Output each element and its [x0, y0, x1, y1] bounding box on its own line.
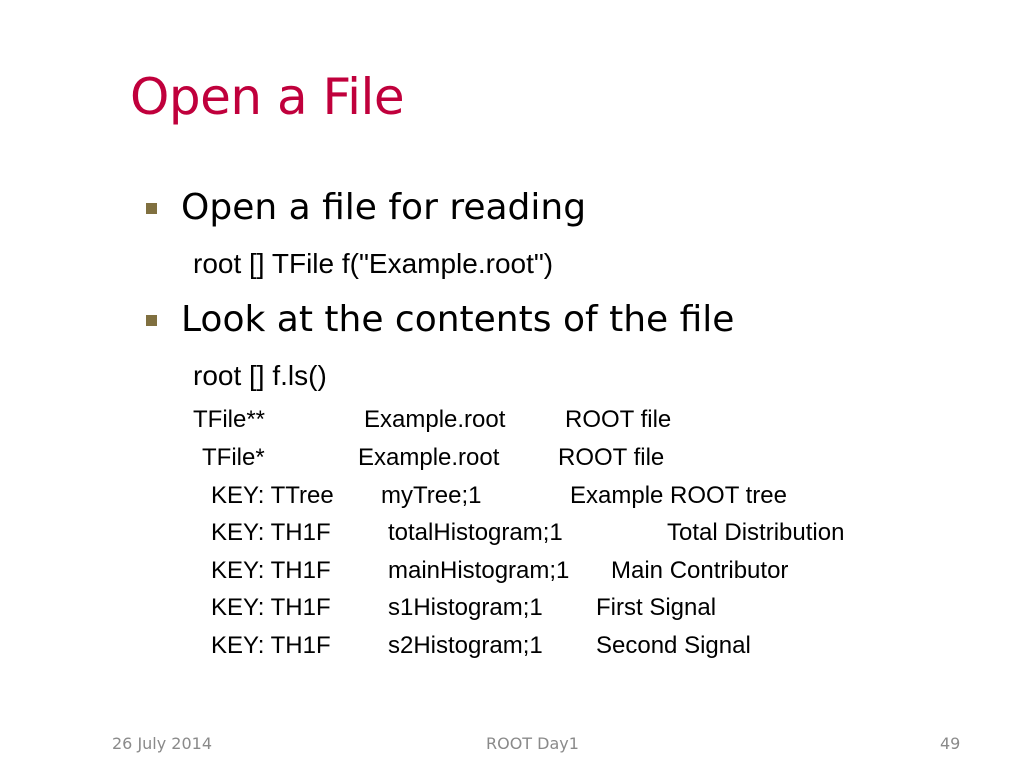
ls-output-name: s1Histogram;1	[388, 594, 543, 621]
ls-output-type: KEY: TH1F	[211, 594, 331, 621]
ls-output-name: Example.root	[364, 406, 506, 433]
ls-output-type: KEY: TH1F	[211, 519, 331, 546]
bullet-text: Look at the contents of the file	[181, 299, 735, 340]
bullet-look-contents: Look at the contents of the file	[146, 302, 734, 338]
ls-output-type: TFile**	[193, 406, 266, 433]
square-bullet-icon	[146, 202, 157, 214]
ls-output-title: Main Contributor	[611, 557, 789, 584]
ls-output-type: KEY: TH1F	[211, 632, 331, 659]
ls-output-name: s2Histogram;1	[388, 632, 543, 659]
square-bullet-icon	[146, 314, 157, 326]
ls-output-name: totalHistogram;1	[388, 519, 563, 546]
ls-output-name: Example.root	[358, 444, 500, 471]
ls-output-title: Total Distribution	[667, 519, 845, 546]
page-number: 49	[940, 734, 961, 753]
footer-title: ROOT Day1	[486, 734, 579, 753]
command-ls: root [] f.ls()	[193, 360, 327, 391]
ls-output-title: Example ROOT tree	[570, 482, 787, 509]
bullet-open-file: Open a file for reading	[146, 190, 586, 226]
ls-output-name: myTree;1	[381, 482, 482, 509]
slide-title: Open a File	[130, 68, 405, 126]
ls-output-title: First Signal	[596, 594, 717, 621]
command-open-file: root [] TFile f("Example.root")	[193, 248, 554, 279]
ls-output-type: KEY: TH1F	[211, 557, 331, 584]
ls-output-type: TFile*	[202, 444, 265, 471]
ls-output-title: ROOT file	[565, 406, 672, 433]
ls-output-name: mainHistogram;1	[388, 557, 570, 584]
footer-date: 26 July 2014	[112, 734, 213, 753]
ls-output-title: ROOT file	[558, 444, 665, 471]
bullet-text: Open a file for reading	[181, 187, 587, 228]
ls-output-title: Second Signal	[596, 632, 751, 659]
ls-output-type: KEY: TTree	[211, 482, 334, 509]
